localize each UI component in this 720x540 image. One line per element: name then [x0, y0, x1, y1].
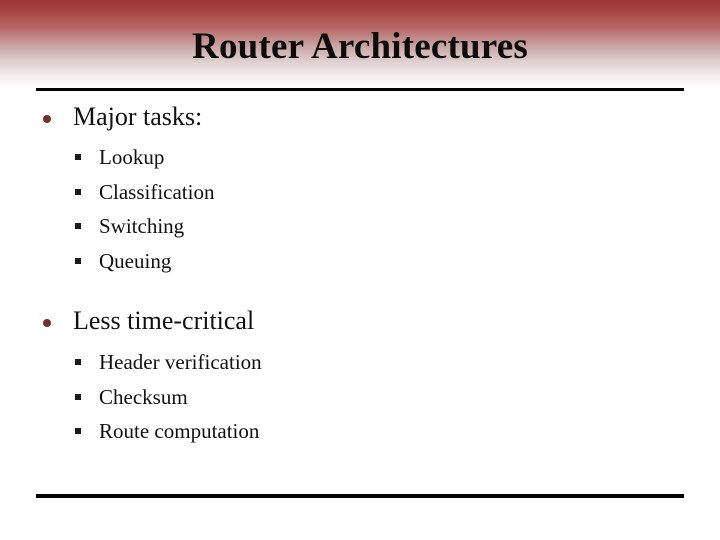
- bullet-square-icon: [75, 223, 81, 229]
- list-item-label: Switching: [99, 214, 185, 238]
- list-item-label: Header verification: [99, 350, 262, 374]
- list-item: Switching: [0, 211, 720, 246]
- sublist-less-time-critical: Header verification Checksum Route compu…: [0, 347, 720, 451]
- list-item-label: Checksum: [99, 384, 188, 409]
- list-item-label: Queuing: [99, 248, 172, 273]
- bullet-section-less-time-critical: Less time-critical Header verification C…: [0, 304, 720, 451]
- bullet-square-icon: [75, 393, 81, 400]
- list-item-label: Route computation: [99, 419, 260, 443]
- bullet-section-major-tasks: Major tasks: Lookup Classification Switc…: [0, 100, 720, 280]
- title-gradient-band: [0, 0, 720, 88]
- bullet-level1-major-tasks: Major tasks:: [0, 100, 720, 136]
- list-item: Classification: [0, 177, 720, 212]
- list-item: Queuing: [0, 246, 720, 281]
- bullet-square-icon: [75, 428, 81, 434]
- bullet-level1-label: Less time-critical: [73, 306, 255, 335]
- bullet-dot-icon: [43, 115, 51, 123]
- list-item: Header verification: [0, 347, 720, 382]
- title-divider-rule: [36, 88, 684, 91]
- bullet-dot-icon: [43, 319, 51, 327]
- bullet-square-icon: [75, 257, 81, 264]
- bullet-square-icon: [75, 188, 81, 195]
- sublist-major-tasks: Lookup Classification Switching Queuing: [0, 142, 720, 280]
- bullet-level1-less-time-critical: Less time-critical: [0, 304, 720, 340]
- list-item: Lookup: [0, 142, 720, 177]
- bullet-level1-label: Major tasks:: [73, 102, 203, 131]
- slide-body: Major tasks: Lookup Classification Switc…: [0, 100, 720, 451]
- list-item-label: Lookup: [99, 145, 165, 169]
- bullet-square-icon: [75, 154, 81, 160]
- list-item: Route computation: [0, 416, 720, 451]
- list-item: Checksum: [0, 382, 720, 417]
- footer-divider-rule: [36, 494, 684, 498]
- page-title: Router Architectures: [192, 26, 528, 67]
- bullet-square-icon: [75, 359, 81, 365]
- list-item-label: Classification: [99, 179, 215, 204]
